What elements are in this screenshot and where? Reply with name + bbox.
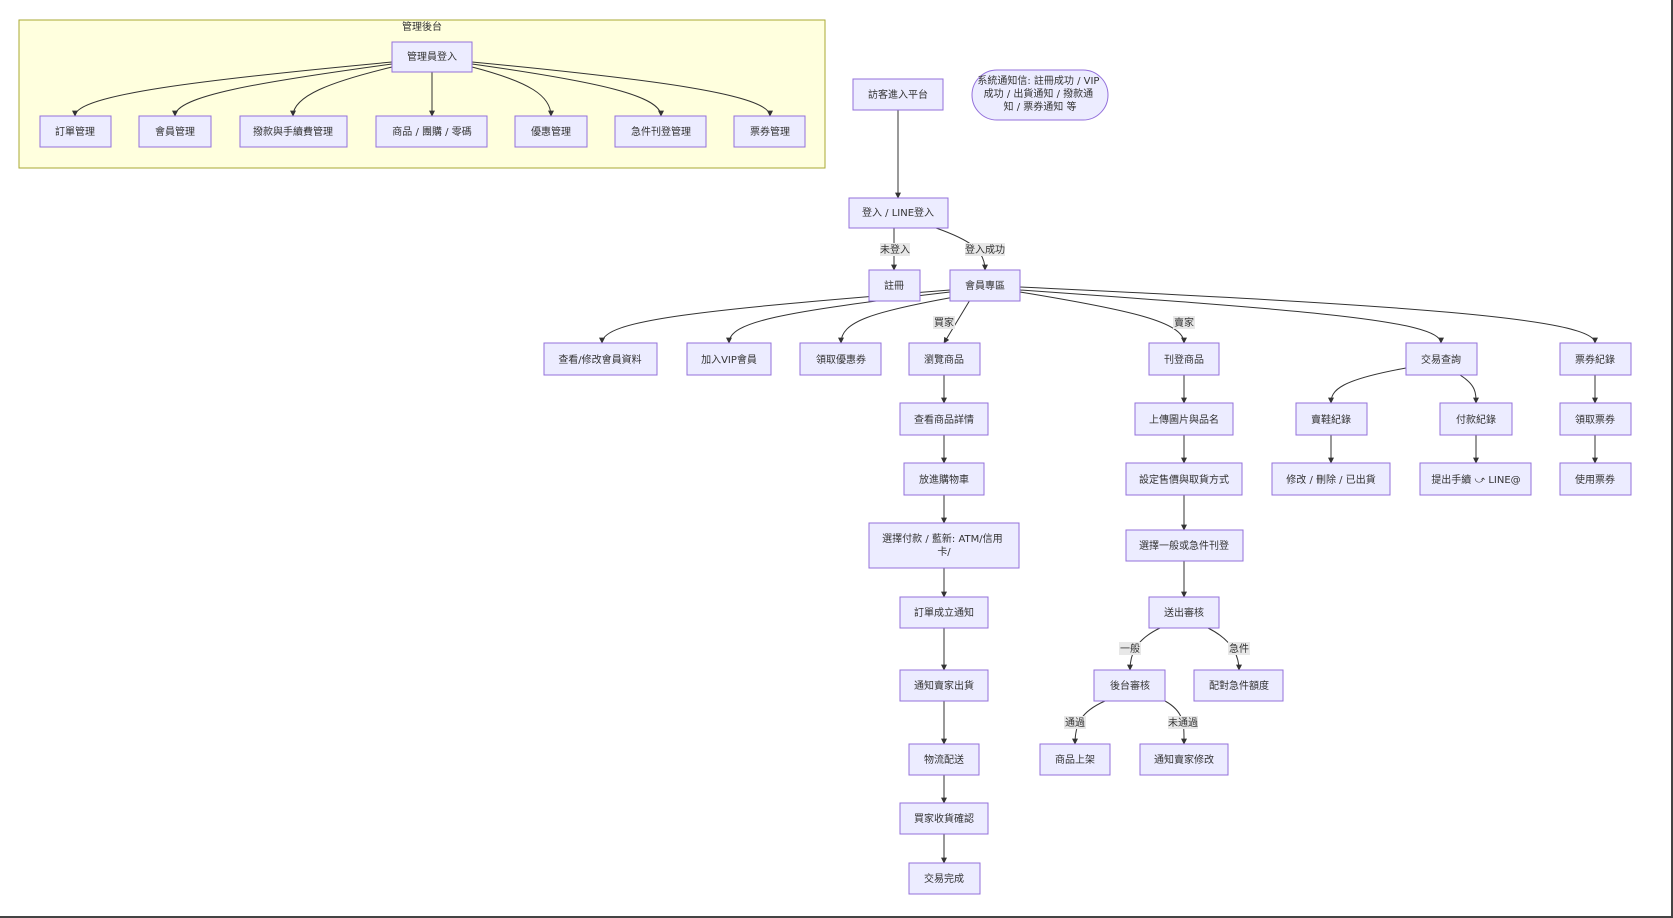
node-label: 票券紀錄 bbox=[1575, 353, 1615, 366]
edge-label-urgent: 急件 bbox=[1229, 642, 1249, 655]
node-pay-record: 付款紀錄 bbox=[1439, 402, 1513, 436]
node-view-detail: 查看商品詳情 bbox=[899, 402, 989, 436]
node-label: 瀏覽商品 bbox=[924, 353, 964, 366]
node-edit-del: 修改 / 刪除 / 已出貨 bbox=[1271, 462, 1391, 496]
edge-label-pass: 通過 bbox=[1065, 717, 1085, 729]
node-backend-review: 後台審核 bbox=[1093, 669, 1166, 702]
node-label: 上傳圖片與品名 bbox=[1149, 413, 1219, 426]
edge-labels: 未登入 登入成功 買家 賣家 一般 急件 通過 未通過 bbox=[880, 243, 1250, 729]
node-upload: 上傳圖片與品名 bbox=[1134, 402, 1234, 436]
node-label: 提出手續 ⤻ LINE@ bbox=[1431, 473, 1520, 486]
node-order-mgmt: 訂單管理 bbox=[39, 115, 112, 148]
node-buyer-confirm: 買家收貨確認 bbox=[899, 802, 989, 835]
cluster-title: 管理後台 bbox=[402, 20, 442, 33]
node-ticket-mgmt: 票券管理 bbox=[733, 115, 806, 148]
node-label: 選擇付款 / 藍新: ATM/信用 卡/ bbox=[882, 532, 1006, 558]
node-on-shelf: 商品上架 bbox=[1039, 743, 1111, 776]
node-txn-query: 交易查詢 bbox=[1405, 342, 1478, 376]
node-label: 系統通知信: 註冊成功 / VIP 成功 / 出貨通知 / 撥款通 知 / 票券… bbox=[977, 74, 1102, 113]
node-browse: 瀏覽商品 bbox=[908, 342, 981, 376]
node-label: 交易查詢 bbox=[1421, 353, 1461, 366]
nodes: 管理員登入 訂單管理 會員管理 撥款與手續費管理 商品 / 團購 / 零碼 優惠… bbox=[39, 41, 1632, 895]
node-label: 查看商品詳情 bbox=[914, 413, 974, 426]
node-submit-review: 送出審核 bbox=[1148, 596, 1220, 629]
node-label: 管理員登入 bbox=[407, 50, 457, 63]
node-label: 註冊 bbox=[884, 280, 904, 292]
edges bbox=[72, 61, 1598, 864]
node-label: 商品 / 團購 / 零碼 bbox=[392, 125, 471, 138]
node-label: 領取票券 bbox=[1575, 413, 1615, 426]
node-label: 優惠管理 bbox=[531, 125, 571, 138]
edge-label-login-ok: 登入成功 bbox=[965, 243, 1005, 256]
node-label: 配對急件額度 bbox=[1209, 679, 1269, 692]
node-done: 交易完成 bbox=[908, 862, 981, 895]
node-label: 交易完成 bbox=[924, 872, 964, 885]
node-register: 註冊 bbox=[868, 269, 921, 302]
node-label: 會員專區 bbox=[965, 279, 1005, 292]
node-label: 急件刊登管理 bbox=[631, 125, 691, 138]
node-label: 物流配送 bbox=[924, 753, 964, 766]
node-urgent-quota: 配對急件額度 bbox=[1193, 669, 1284, 702]
node-edit-profile: 查看/修改會員資料 bbox=[543, 342, 658, 376]
edge-label-seller: 賣家 bbox=[1174, 316, 1194, 329]
node-label: 付款紀錄 bbox=[1456, 413, 1496, 426]
node-choose-pay: 選擇付款 / 藍新: ATM/信用 卡/ bbox=[868, 522, 1020, 569]
node-label: 訂單管理 bbox=[55, 125, 95, 138]
node-logistics: 物流配送 bbox=[908, 743, 980, 776]
edge-label-fail: 未通過 bbox=[1168, 717, 1198, 729]
node-set-sale: 設定售價與取貨方式 bbox=[1125, 462, 1243, 496]
node-label: 使用票券 bbox=[1575, 473, 1615, 486]
node-label: 設定售價與取貨方式 bbox=[1139, 473, 1229, 486]
node-label: 通知賣家修改 bbox=[1154, 753, 1214, 766]
node-label: 後台審核 bbox=[1110, 679, 1150, 692]
node-label: 商品上架 bbox=[1055, 753, 1095, 766]
node-label: 訂單成立通知 bbox=[914, 606, 974, 619]
node-label: 買家收貨確認 bbox=[914, 812, 974, 825]
node-label: 放進購物車 bbox=[919, 473, 969, 486]
node-member-zone: 會員專區 bbox=[949, 269, 1021, 302]
node-label: 查看/修改會員資料 bbox=[558, 353, 641, 366]
node-product-mgmt: 商品 / 團購 / 零碼 bbox=[375, 115, 488, 148]
node-order-notice: 訂單成立通知 bbox=[899, 596, 989, 629]
node-label: 賣鞋紀錄 bbox=[1311, 413, 1351, 426]
node-notify-edit: 通知賣家修改 bbox=[1139, 743, 1229, 776]
node-label: 加入VIP會員 bbox=[701, 353, 757, 366]
node-promo-mgmt: 優惠管理 bbox=[514, 115, 588, 148]
node-payout-mgmt: 撥款與手續費管理 bbox=[239, 115, 348, 148]
edge-label-not-logged: 未登入 bbox=[880, 243, 910, 256]
node-choose-type: 選擇一般或急件刊登 bbox=[1125, 529, 1244, 562]
node-label: 訪客進入平台 bbox=[868, 88, 928, 101]
node-label: 領取優惠券 bbox=[816, 353, 866, 366]
node-admin-login: 管理員登入 bbox=[391, 41, 473, 73]
node-ticket-record: 票券紀錄 bbox=[1559, 342, 1632, 376]
edge-label-buyer: 買家 bbox=[934, 316, 954, 329]
node-get-coupon: 領取優惠券 bbox=[799, 342, 882, 376]
node-label: 修改 / 刪除 / 已出貨 bbox=[1286, 473, 1375, 486]
node-withdraw: 提出手續 ⤻ LINE@ bbox=[1419, 462, 1532, 496]
node-notify-ship: 通知賣家出貨 bbox=[899, 669, 989, 702]
node-label: 選擇一般或急件刊登 bbox=[1139, 539, 1229, 552]
node-label: 刊登商品 bbox=[1164, 353, 1204, 366]
node-urgent-mgmt: 急件刊登管理 bbox=[614, 115, 707, 148]
node-login: 登入 / LINE登入 bbox=[848, 197, 949, 229]
node-label: 會員管理 bbox=[155, 125, 195, 138]
node-join-vip: 加入VIP會員 bbox=[686, 342, 772, 376]
node-add-cart: 放進購物車 bbox=[903, 462, 985, 496]
node-label: 票券管理 bbox=[750, 125, 790, 138]
node-system-notice: 系統通知信: 註冊成功 / VIP 成功 / 出貨通知 / 撥款通 知 / 票券… bbox=[971, 69, 1109, 121]
node-member-mgmt: 會員管理 bbox=[138, 115, 212, 148]
node-label: 登入 / LINE登入 bbox=[862, 206, 934, 219]
node-label: 送出審核 bbox=[1164, 606, 1204, 619]
node-list-item: 刊登商品 bbox=[1148, 342, 1220, 376]
node-use-ticket: 使用票券 bbox=[1559, 462, 1632, 496]
node-label: 撥款與手續費管理 bbox=[253, 125, 333, 138]
node-label: 通知賣家出貨 bbox=[914, 679, 974, 692]
edge-label-normal: 一般 bbox=[1120, 642, 1140, 655]
node-get-ticket: 領取票券 bbox=[1559, 402, 1632, 436]
node-sell-record: 賣鞋紀錄 bbox=[1295, 402, 1368, 436]
node-visitor: 訪客進入平台 bbox=[852, 78, 944, 111]
